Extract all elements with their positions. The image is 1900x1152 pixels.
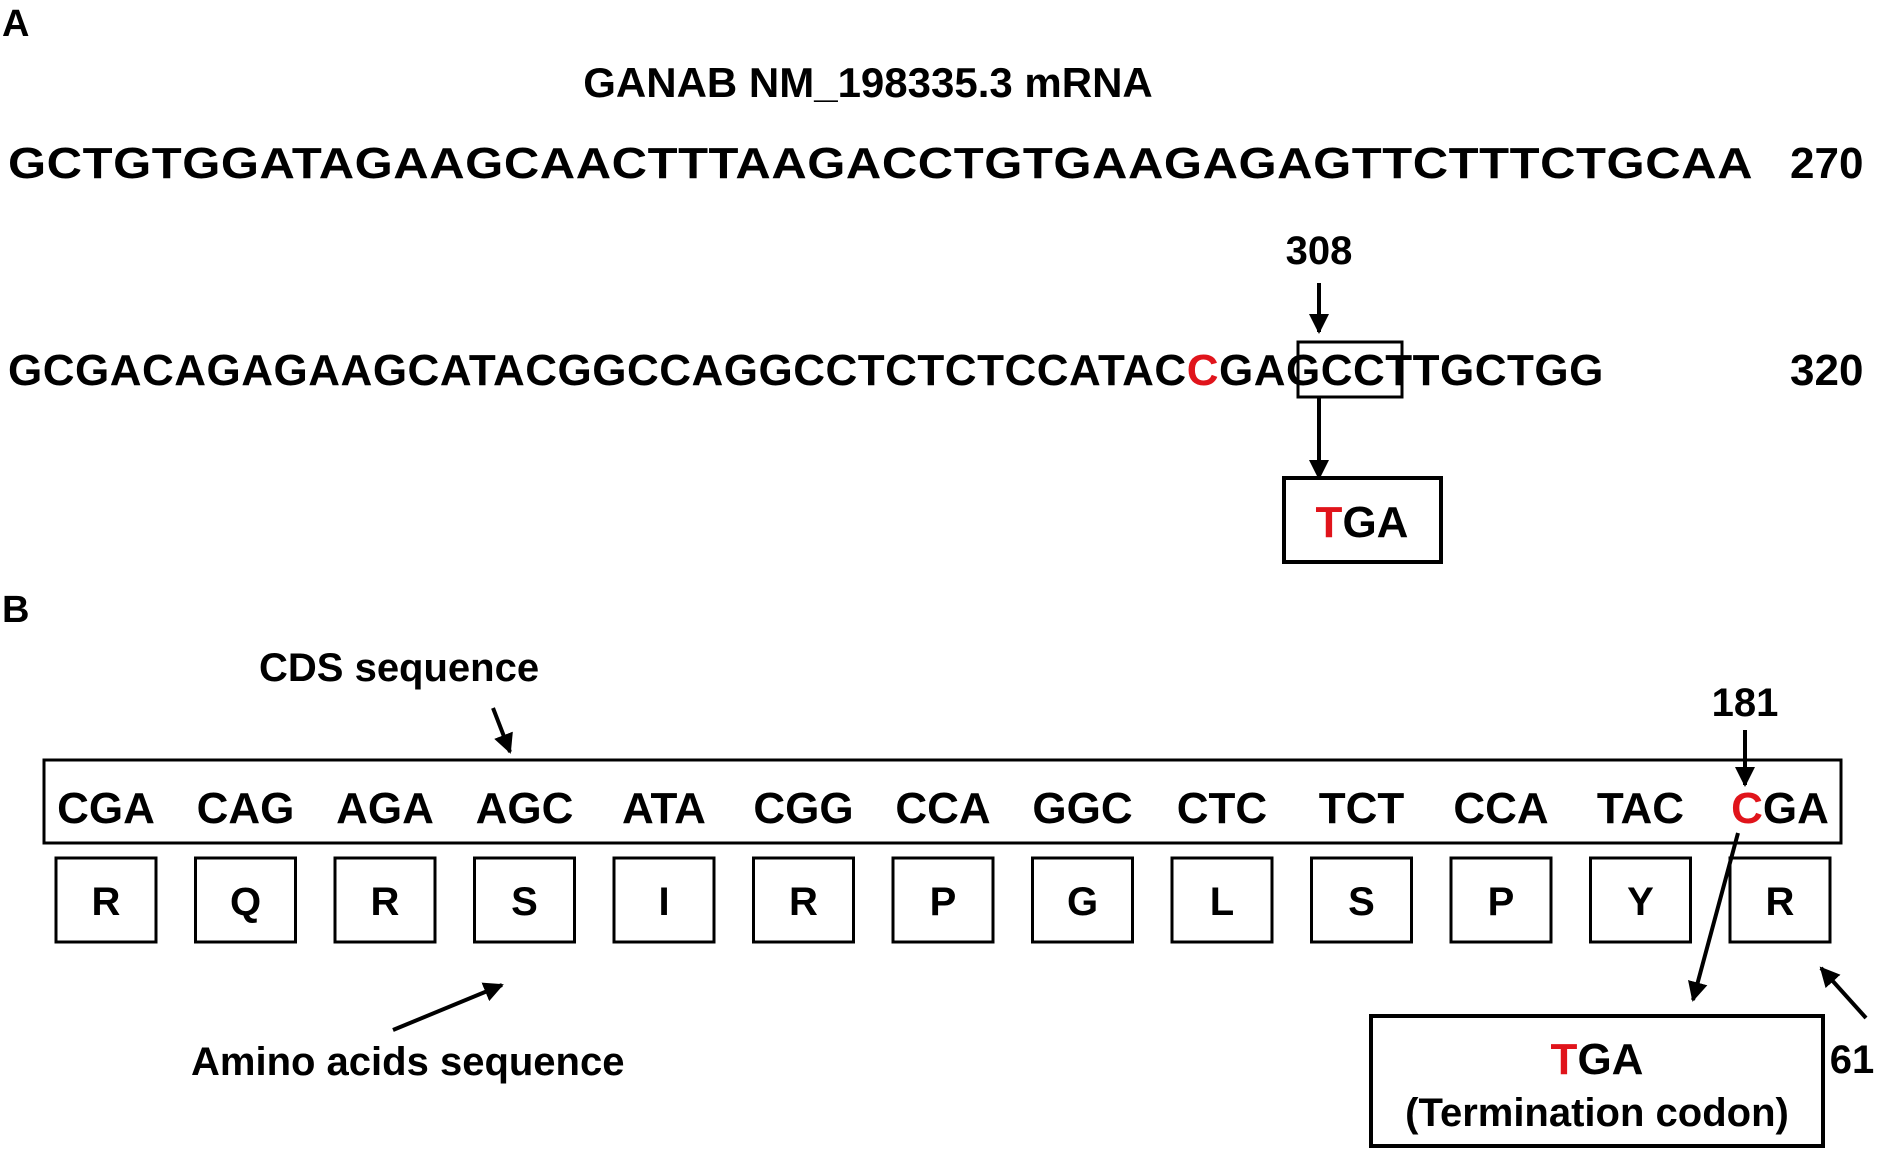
mrna-result-mutant-base: T: [1316, 498, 1343, 547]
codon: GGC: [1032, 784, 1132, 833]
amino-acid: R: [789, 880, 818, 924]
termination-codon: TGA: [1551, 1035, 1644, 1084]
cds-mutation-position: 181: [1712, 681, 1779, 725]
panel-a: A GANAB NM_198335.3 mRNA GCTGTGGATAGAAGC…: [2, 3, 1863, 564]
mrna-result-rest: GA: [1342, 498, 1408, 547]
codon: TCT: [1319, 784, 1405, 833]
mrna-result-box: [1282, 476, 1443, 564]
amino-acid-position: 61: [1830, 1038, 1875, 1082]
codon: CTC: [1177, 784, 1267, 833]
mrna-row-2-after: GCCTTGCTGG: [1286, 346, 1604, 395]
amino-acid-box: [1031, 856, 1134, 944]
codon: AGC: [476, 784, 574, 833]
amino-acid-box: [1728, 856, 1832, 944]
amino-acid: L: [1210, 880, 1234, 924]
mrna-row-2-position: 320: [1790, 346, 1863, 395]
cds-mutated-codon-rest: GA: [1763, 784, 1829, 833]
cds-sequence-box: [42, 758, 1843, 845]
codon: CAG: [197, 784, 295, 833]
amino-acid: P: [930, 880, 957, 924]
amino-acid: S: [511, 880, 538, 924]
mrna-mutation-position: 308: [1286, 229, 1353, 273]
codon: CCA: [1453, 784, 1548, 833]
panel-a-letter: A: [2, 3, 29, 45]
amino-acid-box: [752, 856, 855, 944]
cds-label-arrow: [491, 707, 513, 754]
panel-b-letter: B: [2, 589, 29, 631]
amino-acid-box: [1310, 856, 1413, 944]
amino-acid-box: [1170, 856, 1274, 944]
amino-acid: Q: [230, 880, 261, 924]
codon: TAC: [1597, 784, 1684, 833]
amino-acids-label-arrow: [392, 982, 504, 1032]
amino-acid: Y: [1627, 880, 1654, 924]
mrna-sequence-row-2: GCGACAGAGAAGCATACGGCCAGGCCTCTCTCCATACCGA…: [8, 346, 1604, 395]
cds-sequence-label: CDS sequence: [259, 646, 539, 690]
termination-codon-box: [1369, 1014, 1825, 1148]
termination-mutant-base: T: [1551, 1035, 1578, 1084]
mrna-sequence-row-1: GCTGTGGATAGAAGCAACTTTAAGACCTGTGAAGAGAGTT…: [8, 139, 1753, 188]
amino-acid-box: [891, 856, 995, 944]
termination-arrow: [1688, 832, 1740, 1002]
amino-acid-box: [194, 856, 297, 944]
codon: CCA: [895, 784, 990, 833]
amino-acids-label: Amino acids sequence: [191, 1040, 624, 1084]
termination-caption: (Termination codon): [1405, 1091, 1789, 1135]
codon: ATA: [622, 784, 706, 833]
codon: AGA: [336, 784, 434, 833]
mrna-codon-highlight-box: [1296, 340, 1404, 399]
mrna-row-2-box-rest: GA: [1219, 346, 1286, 395]
amino-acid: R: [92, 880, 121, 924]
amino-acid-box: [1449, 856, 1553, 944]
mrna-row-1-position: 270: [1790, 139, 1863, 188]
mrna-result-codon: TGA: [1316, 498, 1409, 547]
amino-acid: G: [1067, 880, 1098, 924]
amino-acid-box: [54, 856, 158, 944]
codon: CGG: [753, 784, 853, 833]
cds-mutated-base: C: [1731, 784, 1763, 833]
amino-acid-box: [1589, 856, 1692, 944]
amino-acid-box: [333, 856, 437, 944]
amino-acid: R: [1766, 880, 1795, 924]
mrna-row-2-before: GCGACAGAGAAGCATACGGCCAGGCCTCTCTCCATAC: [8, 346, 1187, 395]
amino-acid: P: [1488, 880, 1515, 924]
amino-acid-box: [612, 856, 716, 944]
mrna-mutated-base: C: [1187, 346, 1219, 395]
amino-acid: R: [371, 880, 400, 924]
codon-mutated: CGA: [1731, 784, 1829, 833]
amino-acid-box: [473, 856, 576, 944]
panel-a-title: GANAB NM_198335.3 mRNA: [583, 59, 1153, 106]
amino-acid: S: [1348, 880, 1375, 924]
codon: CGA: [57, 784, 155, 833]
amino-acid-position-arrow: [1819, 966, 1868, 1020]
termination-rest: GA: [1577, 1035, 1643, 1084]
amino-acid: I: [658, 880, 669, 924]
